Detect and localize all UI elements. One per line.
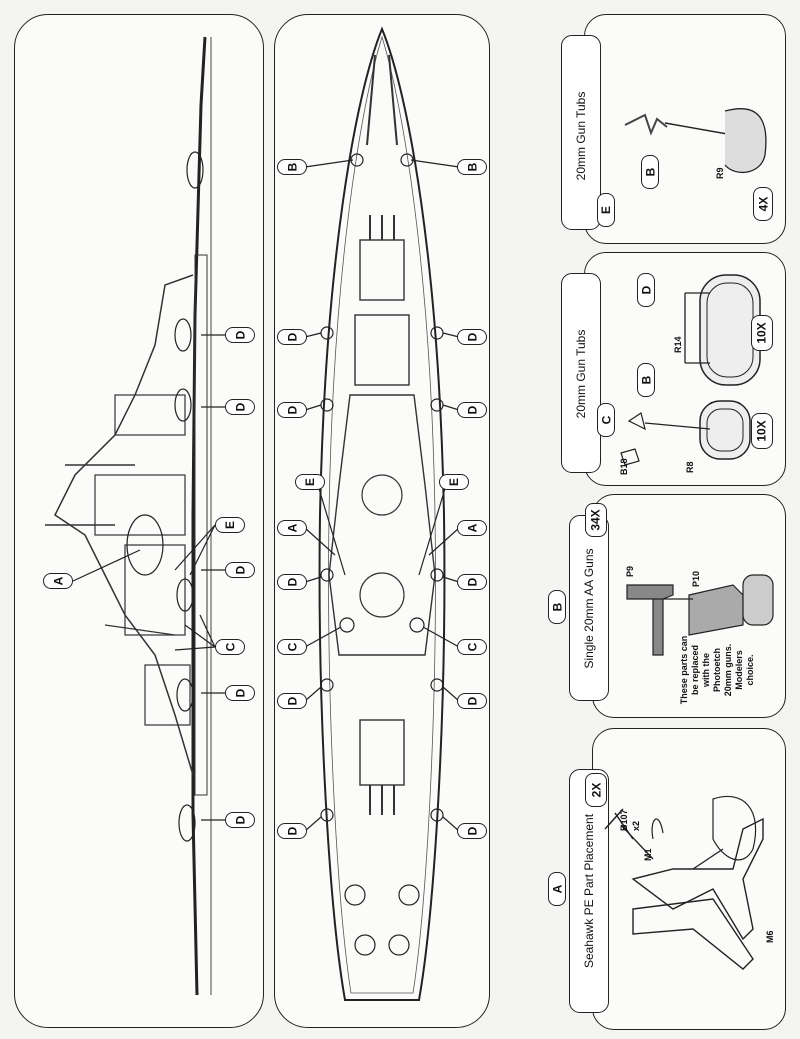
ship-side-profile xyxy=(45,36,225,996)
callout-a-left: A xyxy=(277,520,307,536)
ship-top-view xyxy=(304,26,460,1001)
aa-guns-panel: Single 20mm AA Guns 34X P9 P10 These par… xyxy=(569,494,786,718)
seahawk-ref-a: A xyxy=(548,872,566,906)
callout-d-1: D xyxy=(225,327,255,343)
part-label-p10: P10 xyxy=(691,570,701,587)
callout-d-right-4: D xyxy=(457,693,487,709)
callout-d-right-2: D xyxy=(457,402,487,418)
gun-tubs-small-panel: 20mm Gun Tubs E B R9 4X xyxy=(561,14,786,244)
prop-qty-x2: x2 xyxy=(631,820,641,831)
callout-d-right-3: D xyxy=(457,574,487,590)
gun-tubs-large-panel: 20mm Gun Tubs C B D R14 R8 B18 10X 10X xyxy=(561,252,786,486)
callout-d-2: D xyxy=(225,399,255,415)
seahawk-panel: Seahawk PE Part Placement 2X B107 x2 M1 … xyxy=(569,728,786,1030)
part-label-r8: R8 xyxy=(685,461,695,473)
qty-2x: 2X xyxy=(585,773,607,807)
ref-c: C xyxy=(597,403,615,437)
gun-tubs-large-title: 20mm Gun Tubs xyxy=(561,273,601,473)
callout-d-left-2: D xyxy=(277,402,307,418)
qty-10x-small: 10X xyxy=(751,413,773,449)
seahawk-aircraft-illustration xyxy=(604,795,764,970)
qty-34x: 34X xyxy=(585,503,607,537)
ref-e: E xyxy=(597,193,615,227)
callout-b-right: B xyxy=(457,159,487,175)
callout-d-right-1: D xyxy=(457,329,487,345)
part-label-b107: B107 xyxy=(619,809,629,831)
part-label-r14: R14 xyxy=(673,336,683,353)
callout-a-1: A xyxy=(43,573,73,589)
part-label-p9: P9 xyxy=(625,565,635,577)
side-profile-panel: D D E D A C D D xyxy=(14,14,264,1028)
callout-a-right: A xyxy=(457,520,487,536)
callout-c-right: C xyxy=(457,639,487,655)
part-label-m6: M6 xyxy=(765,930,775,943)
aa-gun-note: These parts can be replaced with the Pho… xyxy=(679,635,755,705)
gun-tub-r9-illustration xyxy=(624,108,767,174)
top-view-panel: B B D D D D E E A A D D C C D D D D xyxy=(274,14,490,1028)
callout-e-left: E xyxy=(295,474,325,490)
seahawk-title: Seahawk PE Part Placement xyxy=(569,769,609,1013)
part-label-m1: M1 xyxy=(643,848,653,861)
ref-b-2: B xyxy=(637,363,655,397)
gun-tubs-small-title: 20mm Gun Tubs xyxy=(561,35,601,230)
callout-d-5: D xyxy=(225,812,255,828)
callout-b-left: B xyxy=(277,159,307,175)
callout-d-left-1: D xyxy=(277,329,307,345)
callout-c-left: C xyxy=(277,639,307,655)
part-label-r9: R9 xyxy=(715,167,725,179)
callout-e-1: E xyxy=(215,517,245,533)
aa-gun-parts-illustration xyxy=(626,574,774,656)
callout-d-left-5: D xyxy=(277,823,307,839)
qty-10x-large: 10X xyxy=(751,315,773,351)
callout-d-3: D xyxy=(225,562,255,578)
aa-guns-ref-b: B xyxy=(548,590,566,624)
ref-d: D xyxy=(637,273,655,307)
callout-c-1: C xyxy=(215,639,245,655)
qty-4x: 4X xyxy=(753,187,773,221)
part-label-b18: B18 xyxy=(619,458,629,475)
aa-guns-title: Single 20mm AA Guns xyxy=(569,515,609,701)
callout-d-right-5: D xyxy=(457,823,487,839)
callout-e-right: E xyxy=(439,474,469,490)
callout-d-left-4: D xyxy=(277,693,307,709)
gun-tubs-illustration xyxy=(620,274,761,466)
callout-d-left-3: D xyxy=(277,574,307,590)
callout-d-4: D xyxy=(225,685,255,701)
ref-b: B xyxy=(641,155,659,189)
